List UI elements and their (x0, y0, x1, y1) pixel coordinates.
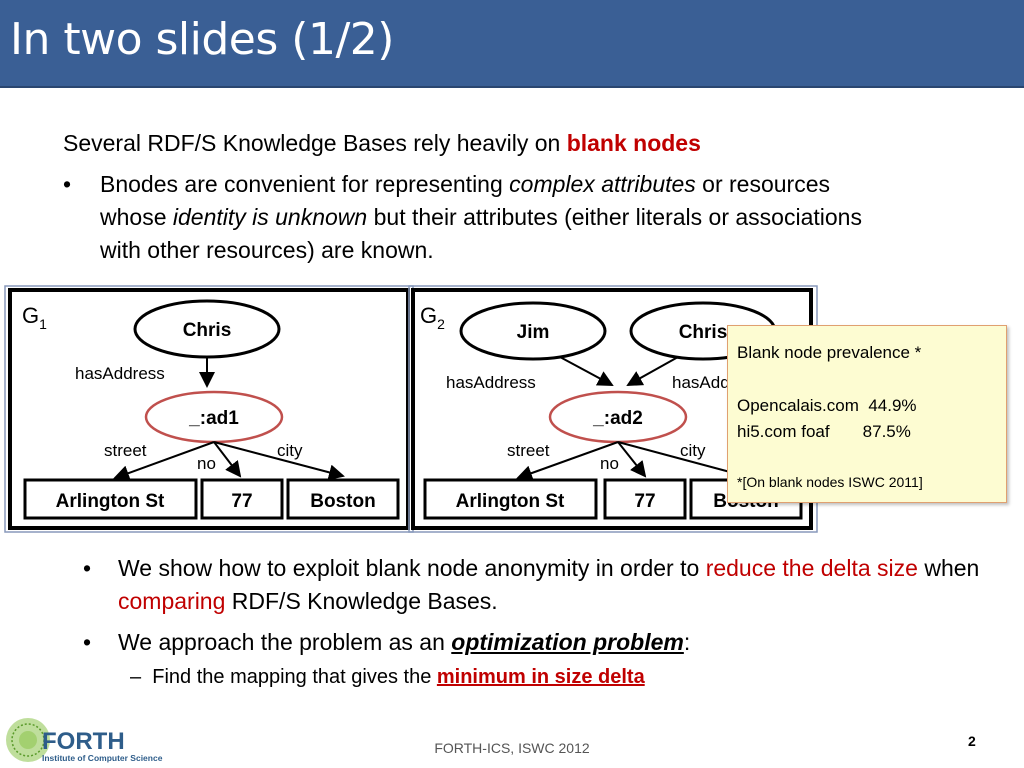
graph2-leaf-no-label: 77 (634, 491, 655, 512)
prevalence-heading: Blank node prevalence * (737, 343, 922, 362)
bullet1-part3: or resources whose (100, 171, 831, 230)
sub-bullet-part1: Find the mapping that gives the (152, 666, 437, 688)
bullet-dot: • (83, 629, 92, 655)
sub-bullet-mapping: – Find the mapping that gives the minimu… (130, 666, 645, 688)
bullet3-colon: : (683, 629, 691, 655)
bullet-dot: • (63, 171, 72, 197)
bullet-optimization-text: We approach the problem as an optimizati… (118, 626, 998, 659)
title-bar: In two slides (1/2) (0, 0, 1024, 88)
intro-prefix: Several RDF/S Knowledge Bases rely heavi… (63, 130, 567, 156)
forth-globe-icon (6, 718, 50, 762)
bullet2-reduce-delta: reduce the delta size (705, 555, 918, 581)
bullet-exploit-text: We show how to exploit blank node anonym… (118, 552, 998, 618)
graph1-leaf-no-label: 77 (231, 491, 252, 512)
prevalence-citation: *[On blank nodes ISWC 2011] (737, 474, 923, 490)
graph2-edge-street: street (507, 441, 550, 460)
graph2-node-jim-label: Jim (517, 322, 550, 343)
bullet2-comparing: comparing (118, 588, 226, 614)
graph2-edge-hasaddress-left: hasAddress (446, 373, 536, 392)
prevalence-note-box: Blank node prevalence * Opencalais.com 4… (727, 325, 1007, 503)
footer-text: FORTH-ICS, ISWC 2012 (434, 740, 590, 756)
bullet1-complex-attributes: complex attributes (509, 171, 696, 197)
graph2-leaf-street (423, 478, 598, 520)
graph1-leaf-no (200, 478, 284, 520)
forth-logo-tagline: Institute of Computer Science (42, 753, 163, 763)
bullet-bnodes-text: Bnodes are convenient for representing c… (100, 168, 900, 267)
bullet1-part5: but their attributes (either literals or… (100, 204, 862, 263)
graph2-label: G2 (420, 303, 445, 332)
page-number: 2 (968, 733, 976, 749)
bullet1-identity-unknown: identity is unknown (172, 204, 368, 230)
forth-logo-name: FORTH (42, 728, 125, 755)
graph1-leaf-city-label: Boston (310, 491, 375, 512)
graph2-leaf-street-label: Arlington St (456, 491, 565, 512)
bullet2-part5: RDF/S Knowledge Bases. (225, 588, 498, 614)
graph1-label: G1 (22, 303, 47, 332)
graph1-leaf-street (23, 478, 198, 520)
graph1-leaf-city (286, 478, 400, 520)
graph2-edge-city: city (680, 441, 706, 460)
graph2-blank-node-label: _:ad2 (592, 408, 643, 429)
graph1-node-chris-label: Chris (183, 320, 232, 341)
graph1-blank-node-label: _:ad1 (188, 408, 239, 429)
bullet3-part1: We approach the problem as an (118, 629, 452, 655)
graph2-node-jim (459, 301, 607, 361)
forth-logo: FORTH Institute of Computer Science (6, 718, 163, 763)
graph1-edge-street: street (104, 441, 147, 460)
graph2-edge-no: no (600, 454, 619, 473)
graph1-edge-no: no (197, 454, 216, 473)
sub-bullet-minimum-delta: minimum in size delta (436, 666, 645, 688)
graph2-node-chris-label: Chris (679, 322, 728, 343)
intro-text: Several RDF/S Knowledge Bases rely heavi… (63, 130, 701, 157)
graph1-leaf-street-label: Arlington St (56, 491, 165, 512)
bullet2-part3: when (917, 555, 980, 581)
bullet2-part1: We show how to exploit blank node anonym… (118, 555, 706, 581)
graph2-leaf-no (603, 478, 687, 520)
bullet3-optimization-problem: optimization problem (451, 629, 684, 655)
prevalence-row-hi5: hi5.com foaf 87.5% (737, 422, 911, 441)
bullet1-part1: Bnodes are convenient for representing (100, 171, 510, 197)
slide-title: In two slides (1/2) (10, 14, 394, 65)
graph1-edge-hasaddress: hasAddress (75, 364, 165, 383)
intro-highlight: blank nodes (566, 130, 701, 156)
bullet-dot: • (83, 555, 92, 581)
prevalence-row-opencalais: Opencalais.com 44.9% (737, 396, 917, 415)
graph1-edge-city: city (277, 441, 303, 460)
